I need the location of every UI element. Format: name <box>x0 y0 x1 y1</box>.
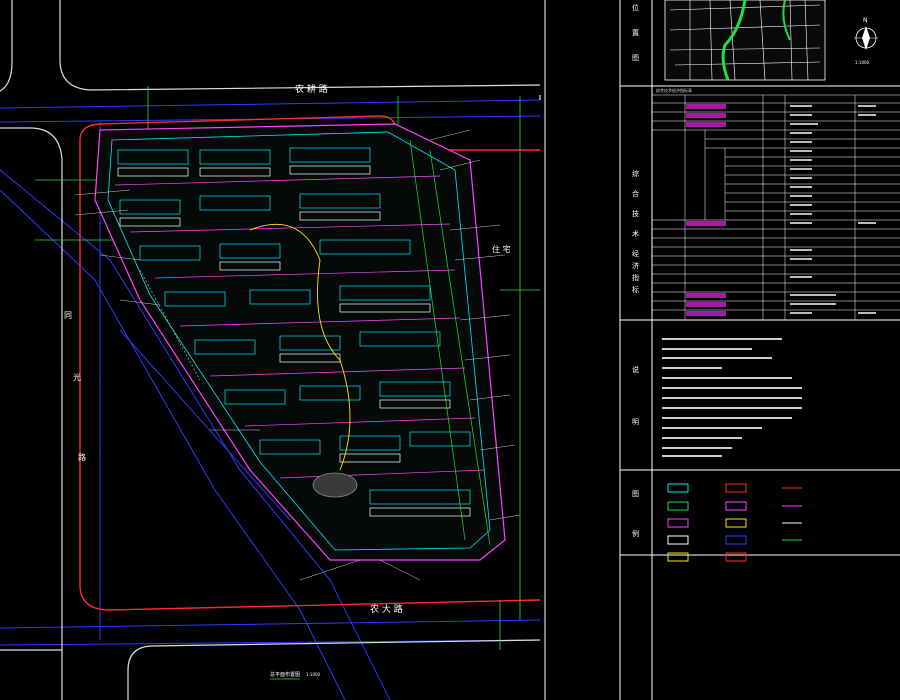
section-location-char-1: 位 <box>632 3 639 12</box>
location-scale: 1:1000 <box>855 60 870 65</box>
notes-text-lines <box>662 338 802 457</box>
north-arrow-icon <box>854 26 878 50</box>
east-side-label: 住 宅 <box>492 244 511 254</box>
section-legend-char-2: 例 <box>632 529 639 538</box>
north-road-label: 农 耕 路 <box>295 83 328 95</box>
side-panel-frame <box>544 0 900 700</box>
sheet-scale: 1:1000 <box>306 672 321 677</box>
indicator-table-highlights <box>686 104 726 316</box>
site-plot <box>94 123 506 561</box>
section-legend-char-1: 图 <box>632 490 639 498</box>
sheet-title: 总平面布置图 <box>270 671 300 678</box>
indicator-table <box>652 94 900 320</box>
west-road-char-3: 路 <box>78 452 86 462</box>
east-road-label: 农 大 路 <box>370 603 403 615</box>
location-map <box>664 0 826 81</box>
building-blocks <box>114 139 491 546</box>
section-notes-char-1: 说 <box>632 365 639 374</box>
north-symbol: N <box>863 17 868 24</box>
section-indicators-char-3: 技 <box>632 209 639 218</box>
road-edges <box>0 0 541 700</box>
west-road-char-2: 光 <box>73 372 81 382</box>
west-road-char-1: 同 <box>64 311 72 320</box>
road-network <box>0 99 541 700</box>
section-location-char-2: 置 <box>632 29 639 37</box>
annotation-leaders <box>74 129 521 581</box>
indicator-table-values <box>790 105 876 314</box>
section-indicators-char-7: 指 <box>632 273 639 282</box>
indicator-table-caption: 综合技术经济指标表 <box>656 87 692 93</box>
section-indicators-char-8: 标 <box>632 285 639 294</box>
section-indicators-char-6: 济 <box>632 261 639 270</box>
section-indicators-char-2: 合 <box>632 189 639 198</box>
legend-swatches <box>667 483 802 562</box>
section-notes-char-2: 明 <box>632 418 639 426</box>
section-location-char-3: 图 <box>632 54 639 62</box>
section-indicators-char-4: 术 <box>632 229 639 238</box>
section-indicators-char-1: 综 <box>632 169 639 178</box>
section-indicators-char-5: 经 <box>632 249 639 258</box>
